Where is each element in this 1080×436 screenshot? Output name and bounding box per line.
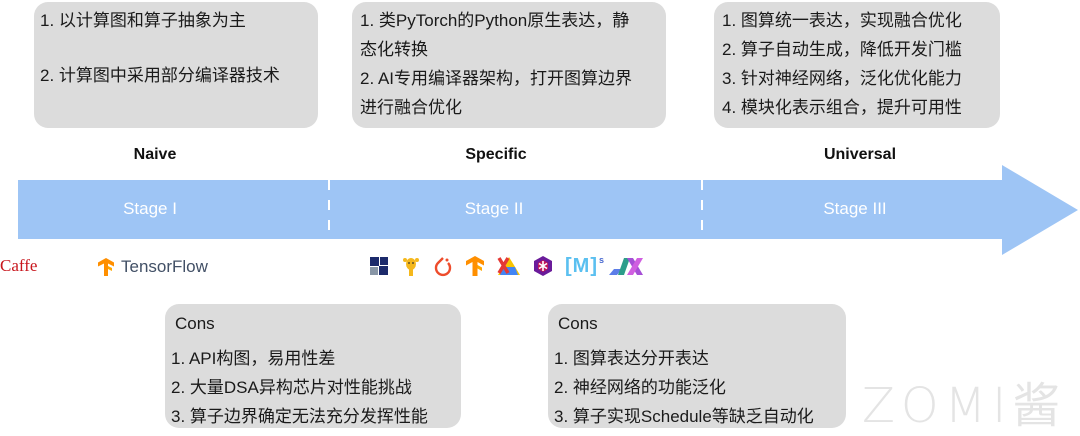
pytorch-icon <box>434 257 452 277</box>
stage1-cons-box: Cons 1. API构图，易用性差 2. 大量DSA异构芯片对性能挑战 3. … <box>165 304 461 428</box>
feature-line: 3. 针对神经网络，泛化优化能力 <box>722 69 962 88</box>
stage2-logos: [M] s <box>369 255 644 277</box>
stage-divider <box>328 180 330 254</box>
feature-line: 态化转换 <box>360 40 428 59</box>
feature-line: 2. AI专用编译器架构，打开图算边界 <box>360 69 633 88</box>
tensorflow-logo: TensorFlow <box>96 257 208 277</box>
stage-name-naive: Naive <box>133 146 177 163</box>
stage-label-1: Stage I <box>123 199 177 218</box>
cons-line: 2. 神经网络的功能泛化 <box>554 378 726 397</box>
stage-name-universal: Universal <box>823 146 897 163</box>
paddle-giraffe-icon <box>403 258 419 276</box>
stage2-cons-box: Cons 1. 图算表达分开表达 2. 神经网络的功能泛化 3. 算子实现Sch… <box>548 304 846 428</box>
stage3-features-box: 1. 图算统一表达，实现融合优化 2. 算子自动生成，降低开发门槛 3. 针对神… <box>714 2 1000 128</box>
xla-icon <box>497 257 520 275</box>
cons-line: 3. 算子边界确定无法充分发挥性能 <box>171 407 428 426</box>
stage-divider <box>701 180 703 254</box>
tensorflow-icon <box>98 258 114 276</box>
feature-line: 1. 类PyTorch的Python原生表达，静 <box>360 11 630 30</box>
mindspore-square-icon <box>370 257 388 275</box>
feature-line: 1. 以计算图和算子抽象为主 <box>40 11 246 30</box>
stage-label-2: Stage II <box>464 199 524 218</box>
mindspore-ms-sup: s <box>598 255 604 265</box>
feature-line: 1. 图算统一表达，实现融合优化 <box>722 11 962 30</box>
mindspore-ms-text: [M] <box>565 255 598 277</box>
feature-line: 4. 模块化表示组合，提升可用性 <box>722 98 962 117</box>
stage-label-3: Stage III <box>823 199 887 218</box>
tensorflow-label: TensorFlow <box>121 257 208 276</box>
cons-line: 1. 图算表达分开表达 <box>554 349 709 368</box>
feature-line: 2. 计算图中采用部分编译器技术 <box>40 66 280 85</box>
mindspore-ms-icon: [M] s <box>565 255 604 277</box>
cons-line: 1. API构图，易用性差 <box>171 349 336 368</box>
stage2-features-box: 1. 类PyTorch的Python原生表达，静 态化转换 2. AI专用编译器… <box>352 2 666 128</box>
caffe-logo: Caffe <box>0 256 38 275</box>
cons-line: 3. 算子实现Schedule等缺乏自动化 <box>554 407 814 426</box>
cons-title: Cons <box>558 314 598 333</box>
cons-line: 2. 大量DSA异构芯片对性能挑战 <box>171 378 412 397</box>
onnx-cube-icon <box>534 256 552 276</box>
jax-icon <box>609 258 643 275</box>
watermark-logo: ZOMI酱 <box>862 378 1067 434</box>
feature-line: 2. 算子自动生成，降低开发门槛 <box>722 40 962 59</box>
cons-title: Cons <box>175 314 215 333</box>
stage-name-specific: Specific <box>465 146 527 163</box>
tensorflow-icon <box>466 256 484 276</box>
stage1-features-box: 1. 以计算图和算子抽象为主 2. 计算图中采用部分编译器技术 <box>34 2 318 128</box>
feature-line: 进行融合优化 <box>360 98 462 117</box>
